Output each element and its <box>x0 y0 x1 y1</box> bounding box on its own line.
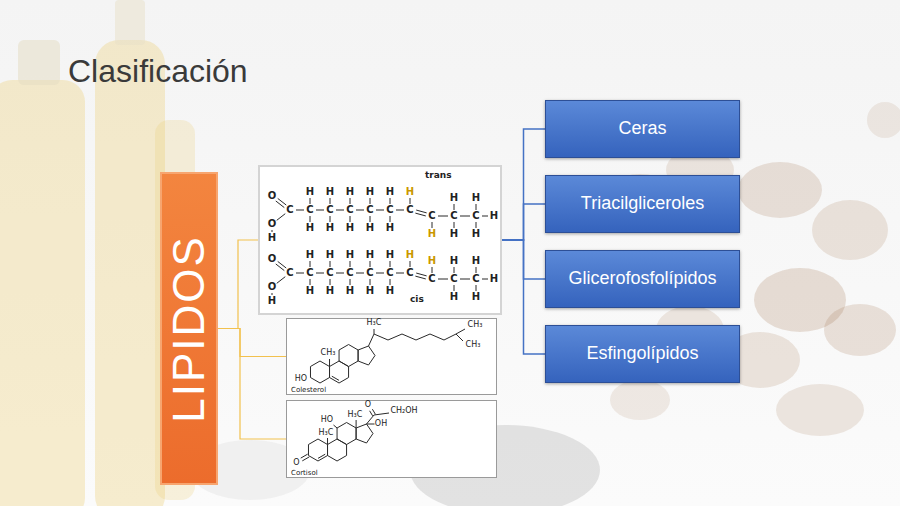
molecule-bonds <box>272 198 488 461</box>
atom-symbol: H <box>450 292 458 302</box>
box-label: LIPIDOS <box>167 235 211 423</box>
atom-symbol: H <box>326 187 334 197</box>
atom-symbol: H <box>326 250 334 260</box>
chemical-group: H₃C <box>367 319 382 327</box>
atom-symbol: H <box>366 223 374 233</box>
atom-symbol: C <box>306 205 313 215</box>
connector <box>502 240 545 354</box>
structure-panel: trans cis <box>258 165 502 315</box>
connector <box>218 240 258 329</box>
chemical-group: OH <box>375 420 387 428</box>
atom-symbol: H <box>268 296 276 306</box>
atom-symbol: H <box>366 286 374 296</box>
atom-symbol: H <box>450 193 458 203</box>
atom-symbol: C <box>326 268 333 278</box>
atom-symbol: C <box>326 205 333 215</box>
atom-symbol: C <box>346 268 353 278</box>
structure-name: cis <box>410 295 424 304</box>
atom-symbol: H <box>450 229 458 239</box>
atom-symbol: C <box>406 268 413 278</box>
chemical-group: CH₃ <box>466 341 481 349</box>
connector <box>502 129 545 240</box>
chemical-group: HO <box>321 416 333 424</box>
class-box: Glicerofosfolípidos <box>545 250 740 308</box>
structure-name: trans <box>425 171 452 180</box>
atom-symbol: C <box>306 268 313 278</box>
atom-symbol: H <box>326 286 334 296</box>
connector <box>502 204 545 240</box>
atom-symbol: H <box>386 250 394 260</box>
atom-symbol: O <box>268 282 277 292</box>
atom-symbol: C <box>406 205 413 215</box>
atom-symbol: H <box>386 187 394 197</box>
atom-symbol: C <box>286 268 293 278</box>
atom-symbol: H <box>326 223 334 233</box>
atom-symbol: C <box>472 274 479 284</box>
atom-symbol: H <box>428 256 436 266</box>
chemical-group: H₃C <box>319 429 334 437</box>
box-label: Ceras <box>618 118 666 140</box>
box-label: Glicerofosfolípidos <box>568 268 716 290</box>
atom-symbol: H <box>306 250 314 260</box>
panel-grounds <box>258 165 502 478</box>
box-label: Triacilgliceroles <box>581 193 704 215</box>
atom-symbol: H <box>346 250 354 260</box>
connector <box>218 329 286 440</box>
atom-symbol: C <box>386 268 393 278</box>
atom-symbol: C <box>428 211 435 221</box>
atom-symbol: C <box>366 268 373 278</box>
class-box: Triacilgliceroles <box>545 175 740 233</box>
atom-symbol: H <box>490 274 498 284</box>
chemical-group: HO <box>295 375 307 383</box>
atom-symbol: H <box>450 256 458 266</box>
atom-symbol: H <box>406 250 414 260</box>
chemical-group: CH₃ <box>321 349 336 357</box>
atom-symbol: H <box>306 187 314 197</box>
atom-symbol: H <box>346 187 354 197</box>
atom-symbol: C <box>450 211 457 221</box>
atom-symbol: C <box>346 205 353 215</box>
atom-symbol: H <box>406 187 414 197</box>
atom-symbol: H <box>346 223 354 233</box>
atom-symbol: H <box>268 233 276 243</box>
chemical-group: O <box>365 401 371 409</box>
chemical-group: CH₂OH <box>390 407 417 415</box>
atom-symbol: C <box>286 205 293 215</box>
atom-symbol: O <box>268 254 277 264</box>
atom-symbol: H <box>428 229 436 239</box>
structure-name: Colesterol <box>291 387 326 394</box>
atom-symbol: H <box>306 286 314 296</box>
category-box: LIPIDOS <box>160 172 218 485</box>
atom-symbol: H <box>306 223 314 233</box>
atom-symbol: O <box>268 219 277 229</box>
atom-symbol: H <box>472 193 480 203</box>
atom-symbol: H <box>366 250 374 260</box>
atom-symbol: H <box>346 286 354 296</box>
connector <box>218 329 286 357</box>
atom-symbol: C <box>428 274 435 284</box>
class-box: Ceras <box>545 100 740 158</box>
structure-panel: Colesterol <box>286 318 497 395</box>
atom-symbol: H <box>366 187 374 197</box>
chemical-group: CH₃ <box>468 321 483 329</box>
atom-symbol: H <box>472 256 480 266</box>
atom-symbol: H <box>386 223 394 233</box>
atom-symbol: O <box>268 191 277 201</box>
atom-symbol: C <box>450 274 457 284</box>
atom-symbol: H <box>386 286 394 296</box>
atom-symbol: C <box>386 205 393 215</box>
structure-name: Cortisol <box>291 470 318 477</box>
slide-title: Clasificación <box>68 52 248 90</box>
class-box: Esfingolípidos <box>545 325 740 383</box>
atom-symbol: C <box>472 211 479 221</box>
atom-symbol: C <box>366 205 373 215</box>
chemical-group: O <box>293 459 299 467</box>
atom-symbol: H <box>490 211 498 221</box>
box-label: Esfingolípidos <box>586 343 698 365</box>
atom-symbol: H <box>472 229 480 239</box>
atom-symbol: H <box>472 292 480 302</box>
chemical-group: H₃C <box>348 411 363 419</box>
